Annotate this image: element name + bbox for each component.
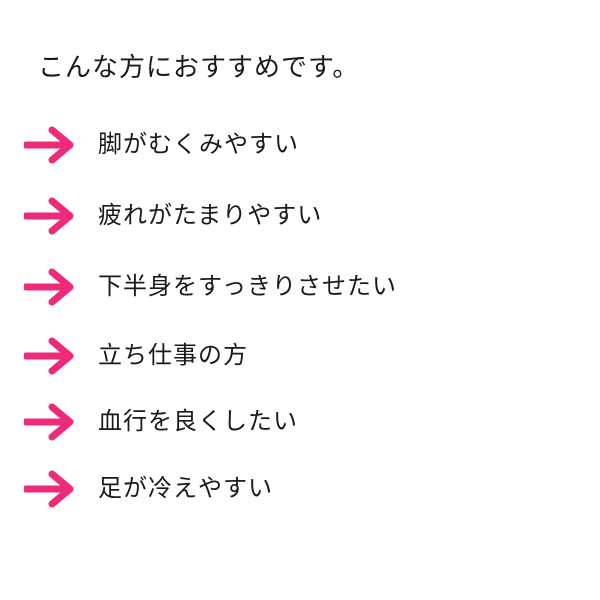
right-arrow-icon (24, 337, 74, 375)
list-item-label: 脚がむくみやすい (98, 130, 299, 158)
right-arrow-icon (24, 197, 74, 235)
right-arrow-icon (24, 470, 74, 508)
list-item-label: 立ち仕事の方 (98, 341, 248, 369)
right-arrow-icon (24, 268, 74, 306)
list-item-3: 立ち仕事の方 (0, 334, 600, 378)
list-item-label: 下半身をすっきりさせたい (98, 272, 398, 300)
right-arrow-icon (24, 403, 74, 441)
list-item-label: 疲れがたまりやすい (98, 201, 323, 229)
list-item-1: 疲れがたまりやすい (0, 194, 600, 238)
right-arrow-icon (24, 126, 74, 164)
page-heading: こんな方におすすめです。 (38, 53, 360, 83)
list-item-2: 下半身をすっきりさせたい (0, 265, 600, 309)
list-item-4: 血行を良くしたい (0, 400, 600, 444)
list-item-label: 血行を良くしたい (98, 407, 298, 435)
list-item-label: 足が冷えやすい (98, 474, 273, 502)
list-item-0: 脚がむくみやすい (0, 123, 600, 167)
list-item-5: 足が冷えやすい (0, 467, 600, 511)
